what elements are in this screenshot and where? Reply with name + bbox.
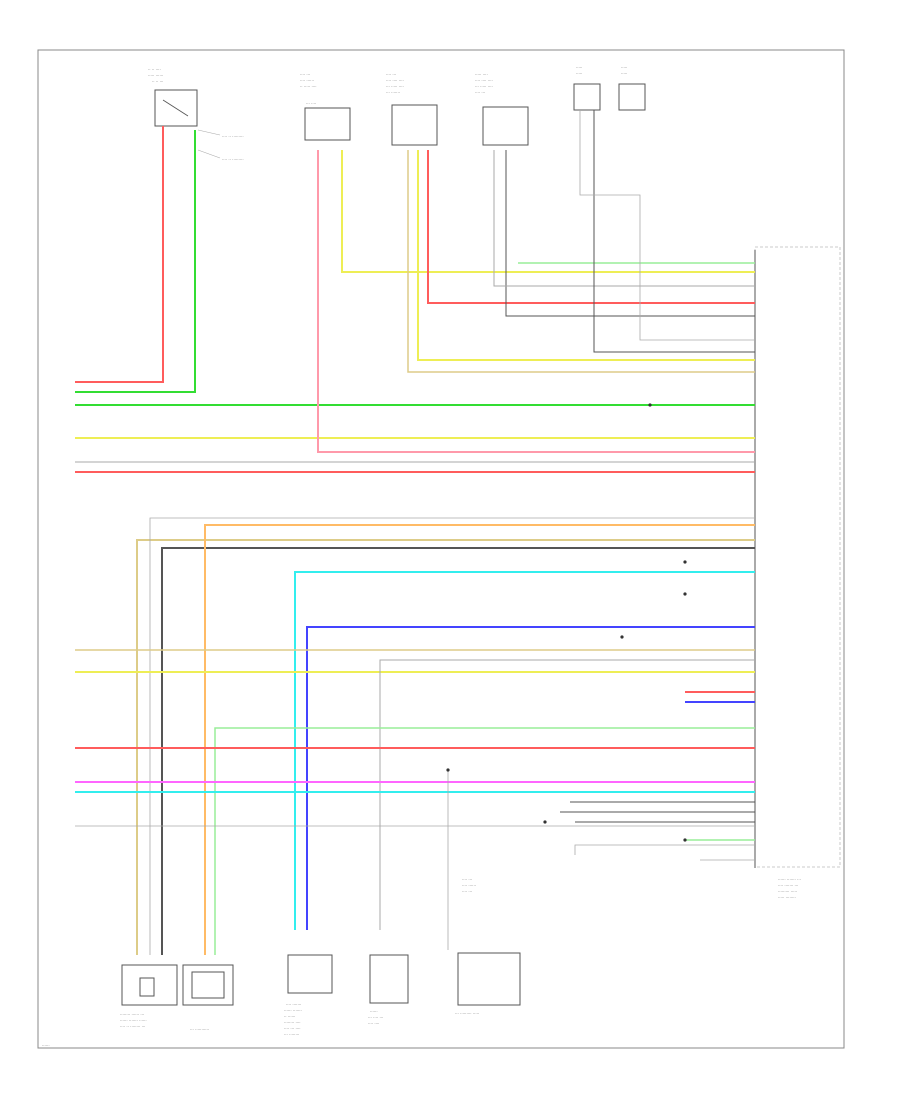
svg-text:......: ...... [370,1008,378,1013]
svg-text:.....: ..... [621,64,627,69]
splice-dot-3 [683,592,687,596]
wire-pink-left-sensor [317,150,755,453]
svg-text:.... ...: .... ... [462,876,472,881]
svg-text:.... .. ........ ...: .... .. ........ ... [120,1023,145,1028]
left-sensor-assembly: .... ... .... ...... .. ..... .... ... .… [300,71,351,141]
wire-blue-actuator [306,626,755,930]
svg-text:.. ......: .. ...... [284,1013,295,1018]
svg-text:.... .... ....: .... .... .... [386,77,404,82]
accelerator-pedal-sensor: ........ ...... ... ...... ....... .....… [120,964,178,1028]
wire-group [75,110,755,955]
wire-gray-branch-850 [574,844,755,855]
svg-text:.. ..... ....: .. ..... .... [300,83,317,88]
svg-text:... ..... ....: ... ..... .... [386,83,404,88]
gear-selector-switch: .. .. .... ..... ...... .. .. ... .... .… [148,66,244,161]
svg-text:........ ....: ........ .... [284,1019,301,1024]
svg-text:... ...........: ... ........... [190,1026,209,1031]
svg-text:.. .. ...: .. .. ... [152,78,163,83]
svg-text:.... ... ....: .... ... .... [284,1025,301,1030]
svg-text:.....: ..... [621,70,627,75]
ecm-caption-3: ......... ..... [778,888,797,893]
wire-black-rear-sensor [505,150,755,317]
svg-text:.... ...: .... ... [386,71,396,76]
splice-dot-1 [648,403,652,407]
svg-text:.... ......: .... ...... [300,77,314,82]
svg-text:..... ....: ..... .... [475,71,488,76]
svg-text:.. .. ....: .. .. .... [148,66,161,71]
engine-control-module-block [754,246,841,868]
splice-dot-2 [683,560,687,564]
wire-gray-map-sensor [379,659,755,930]
svg-text:.... ......: .... ...... [462,882,476,887]
wire-cyan-actuator [294,571,755,930]
svg-text:.....: ..... [576,70,582,75]
svg-text:.... ...: .... ... [475,89,485,94]
splice-dot-6 [543,820,547,824]
svg-text:... .... ...: ... .... ... [368,1014,383,1019]
wire-tan-right-sensor [407,150,755,373]
electric-throttle-actuator: .... ....... ...... ....... .. ...... ..… [284,954,333,1036]
ecm-caption: ...... ....... ... [778,876,801,881]
svg-text:.... ...: .... ... [462,888,472,893]
svg-text:.... .... ....: .... .... .... [475,77,493,82]
wire-gray-rear-sensor [493,150,755,287]
svg-text:.... .......: .... ....... [286,1001,301,1006]
svg-text:... ........: ... ........ [284,1031,299,1036]
svg-text:...... ....... ......: ...... ....... ...... [120,1017,147,1022]
splice-dot-4 [620,635,624,639]
oxygen-sensor-1: ..... ..... [573,64,601,111]
wire-gray-throttle [149,517,755,955]
svg-text:.... ...: .... ... [300,71,310,76]
wire-green-gear-switch [75,130,196,393]
rear-sensor-assembly: ..... .... .... .... .... ... ..... ....… [475,71,529,146]
svg-text:.... .. .........: .... .. ......... [222,133,244,138]
page-footer-text: ...... [42,1042,50,1047]
ecm-caption-2: .... ....... ... [778,882,798,887]
throttle-position-sensor: ... ........... [182,964,234,1031]
wire-red-gear-switch [75,126,164,383]
combination-meter: .... ... .... ...... .... ... ... ......… [455,876,521,1015]
svg-text:...... .......: ...... ....... [284,1007,302,1012]
wire-yellow-right-sensor [417,150,755,361]
svg-text:... ......... .....: ... ......... ..... [455,1010,479,1015]
wire-black-accelerator [161,547,755,955]
svg-text:.... ....: .... .... [368,1020,379,1025]
splice-dot-7 [683,838,687,842]
map-sensor: ...... ... .... ... .... .... [368,954,409,1025]
wire-black-o2-sensor [593,110,755,353]
wire-light-green-row-728 [214,727,755,955]
wire-yellow-left-sensor [341,150,755,273]
wire-orange-throttle [204,524,755,955]
wire-red-right-sensor [427,150,755,304]
svg-text:.... .. .........: .... .. ......... [222,156,244,161]
right-sensor-assembly: .... ... .... .... .... ... ..... .... .… [386,71,438,146]
svg-text:... ..... ....: ... ..... .... [475,83,493,88]
oxygen-sensor-2: ..... ..... [618,64,646,111]
svg-text:..... ......: ..... ...... [148,72,163,77]
svg-text:... .......: ... ....... [386,89,400,94]
splice-dot-5 [446,768,450,772]
ecm-caption-4: ..... ........ [778,894,796,899]
svg-text:.....: ..... [576,64,582,69]
svg-text:... ....: ... .... [306,100,316,105]
svg-text:........ ...... ...: ........ ...... ... [120,1011,144,1016]
wire-tan-accelerator [136,539,755,955]
wire-gray-o2-shield [579,110,755,341]
diagram-border [37,49,845,1049]
